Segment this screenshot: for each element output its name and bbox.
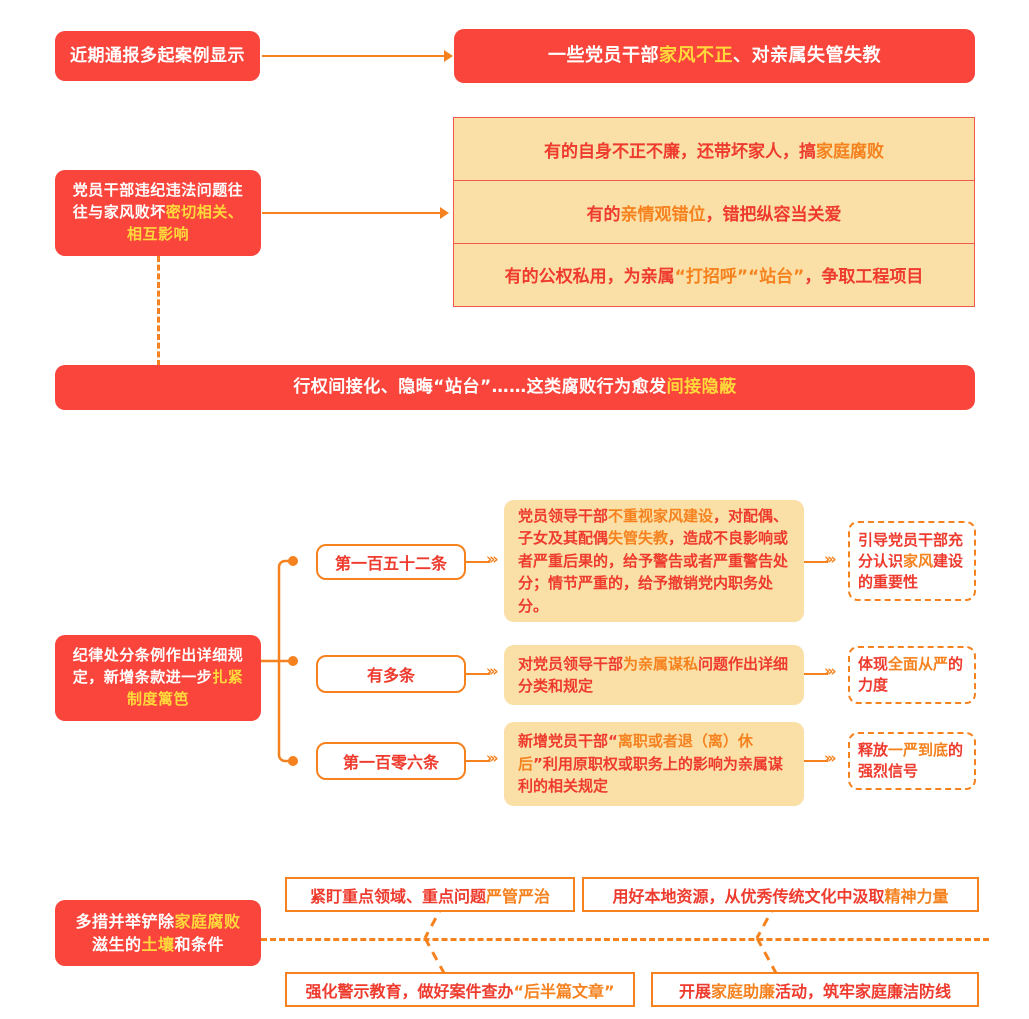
section2-vertical-dashed-connector	[157, 256, 160, 366]
section3-left-text: 纪律处分条例作出详细规定，新增条款进一步扎紧制度篱笆	[72, 646, 244, 708]
measure-text: 用好本地资源，从优秀传统文化中汲取精神力量	[612, 886, 949, 906]
section1-result-box: 一些党员干部家风不正、对亲属失管失教	[454, 29, 975, 83]
table-row-text: 有的自身不正不廉，还带坏家人，搞家庭腐败	[544, 141, 884, 162]
section4-measure-2[interactable]: 强化警示教育，做好案件查办“后半篇文章”	[285, 972, 635, 1007]
section1-source-box: 近期通报多起案例显示	[55, 31, 260, 81]
section3-branch-detail-0: 党员领导干部不重视家风建设，对配偶、子女及其配偶失管失教，造成不良影响或者严重后…	[504, 500, 804, 622]
table-row: 有的亲情观错位，错把纵容当关爱	[454, 181, 974, 244]
section3-branch-label-0[interactable]: 第一百五十二条	[316, 544, 466, 580]
triple-chevron-icon-2b: ›››	[824, 749, 836, 767]
branch-connector-2b	[804, 760, 828, 762]
section1-source-text: 近期通报多起案例显示	[70, 45, 245, 66]
branch-connector-1a	[466, 673, 490, 675]
section2-left-box: 党员干部违纪违法问题往往与家风败坏密切相关、相互影响	[55, 170, 261, 256]
branch-connector-2a	[466, 760, 490, 762]
measure-text: 紧盯重点领域、重点问题严管严治	[309, 886, 551, 906]
table-row: 有的自身不正不廉，还带坏家人，搞家庭腐败	[454, 118, 974, 181]
table-row-text: 有的公权私用，为亲属“打招呼”“站台”，争取工程项目	[504, 267, 924, 287]
triple-chevron-icon-0b: ›››	[824, 550, 836, 568]
section3-branch-detail-2: 新增党员干部“离职或者退（离）休后”利用原职权或职务上的影响为亲属谋利的相关规定	[504, 722, 804, 806]
branch-outcome-text: 体现全面从严的力度	[858, 655, 964, 694]
section3-branch-outcome-2: 释放一严到底的强烈信号	[848, 732, 976, 790]
branch-connector-1b	[804, 673, 828, 675]
section1-connector-line	[262, 55, 448, 57]
branch-label-text: 第一百零六条	[342, 753, 439, 772]
section2-connector-line	[262, 212, 444, 214]
section2-summary-bar: 行权间接化、隐晦“站台”……这类腐败行为愈发间接隐蔽	[55, 365, 975, 410]
section3-branch-outcome-0: 引导党员干部充分认识家风建设的重要性	[848, 521, 976, 601]
triple-chevron-icon-0a: ›››	[486, 550, 498, 568]
measure-text: 开展家庭助廉活动，筑牢家庭廉洁防线	[678, 981, 952, 1001]
branch-connector-0a	[466, 561, 490, 563]
branch-detail-text: 对党员领导干部为亲属谋私问题作出详细分类和规定	[518, 654, 789, 696]
section4-left-text: 多措并举铲除家庭腐败 滋生的土壤和条件	[75, 911, 241, 954]
section4-measure-0[interactable]: 紧盯重点领域、重点问题严管严治	[285, 877, 575, 912]
branch-outcome-text: 释放一严到底的强烈信号	[858, 741, 964, 780]
section1-result-text: 一些党员干部家风不正、对亲属失管失教	[548, 44, 881, 66]
triple-chevron-icon-1b: ›››	[824, 662, 836, 680]
measure-text: 强化警示教育，做好案件查办“后半篇文章”	[305, 981, 615, 1001]
section2-left-text: 党员干部违纪违法问题往往与家风败坏密切相关、相互影响	[72, 181, 244, 243]
branch-label-text: 有多条	[366, 666, 415, 685]
table-row-text: 有的亲情观错位，错把纵容当关爱	[586, 204, 842, 225]
table-row: 有的公权私用，为亲属“打招呼”“站台”，争取工程项目	[454, 244, 974, 305]
section3-branch-label-2[interactable]: 第一百零六条	[316, 742, 466, 780]
section4-measure-3[interactable]: 开展家庭助廉活动，筑牢家庭廉洁防线	[651, 972, 979, 1007]
section2-summary-text: 行权间接化、隐晦“站台”……这类腐败行为愈发间接隐蔽	[293, 377, 737, 398]
section3-branch-outcome-1: 体现全面从严的力度	[848, 646, 976, 704]
branch-detail-text: 新增党员干部“离职或者退（离）休后”利用原职权或职务上的影响为亲属谋利的相关规定	[518, 732, 783, 796]
arrow-right-icon	[444, 50, 453, 62]
section3-branch-detail-1: 对党员领导干部为亲属谋私问题作出详细分类和规定	[504, 645, 804, 705]
section3-branch-bracket	[261, 555, 323, 767]
arrow-right-icon-2	[440, 207, 449, 219]
section4-dashed-spine	[261, 938, 989, 941]
triple-chevron-icon-1a: ›››	[486, 662, 498, 680]
branch-connector-0b	[804, 561, 828, 563]
section3-branch-label-1[interactable]: 有多条	[316, 655, 466, 693]
branch-detail-text: 党员领导干部不重视家风建设，对配偶、子女及其配偶失管失教，造成不良影响或者严重后…	[518, 506, 789, 615]
section4-left-box: 多措并举铲除家庭腐败 滋生的土壤和条件	[55, 900, 261, 966]
triple-chevron-icon-2a: ›››	[486, 749, 498, 767]
section2-detail-table: 有的自身不正不廉，还带坏家人，搞家庭腐败 有的亲情观错位，错把纵容当关爱 有的公…	[453, 117, 975, 307]
section3-left-box: 纪律处分条例作出详细规定，新增条款进一步扎紧制度篱笆	[55, 635, 261, 721]
section4-measure-1[interactable]: 用好本地资源，从优秀传统文化中汲取精神力量	[582, 877, 979, 912]
branch-outcome-text: 引导党员干部充分认识家风建设的重要性	[858, 530, 964, 591]
branch-label-text: 第一百五十二条	[334, 554, 447, 573]
